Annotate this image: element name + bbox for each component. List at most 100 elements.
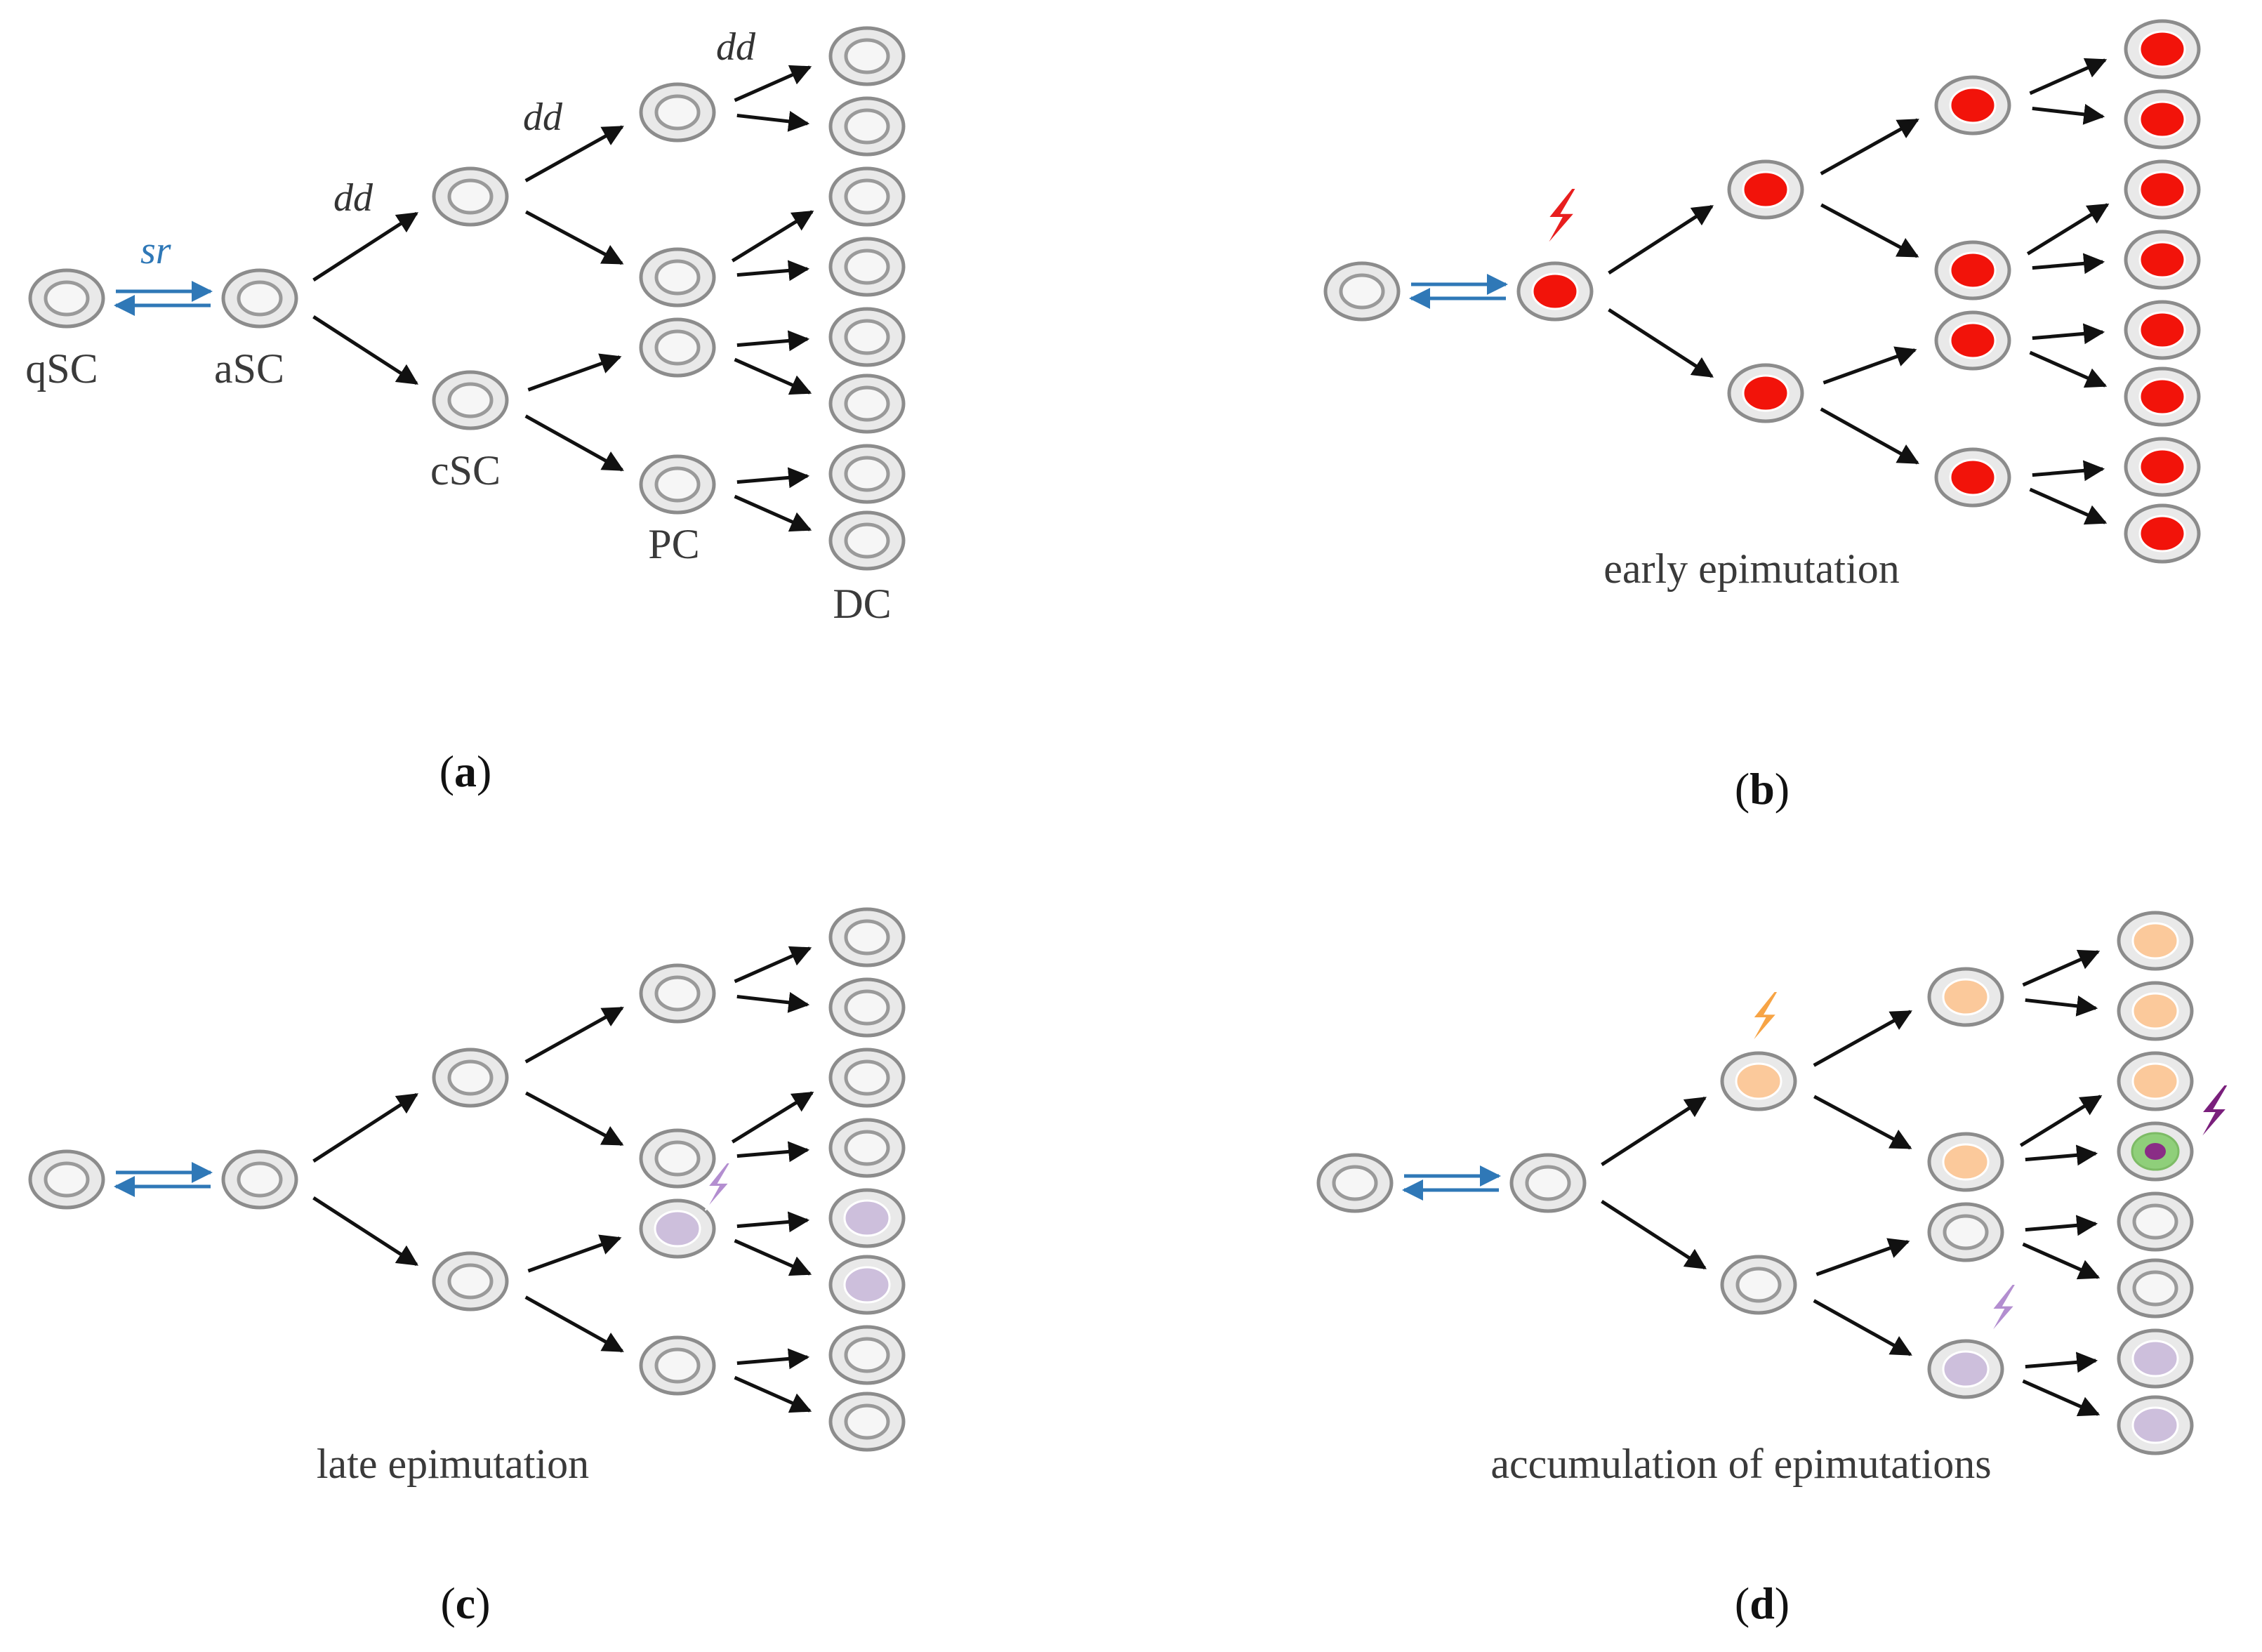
arrow-d-s3-s4-3 [2025,1144,2098,1166]
cell-a-s1-0 [221,268,298,329]
cell-c-s4-6 [828,1325,906,1385]
cell-c-s4-2 [828,1048,906,1108]
differentiation-label-1: dd [333,176,373,220]
cell-a-s4-5 [828,374,906,434]
arrow-c-s3-s4-5 [734,1238,812,1276]
arrow-b-s3-s4-7 [2029,487,2108,525]
arrow-d-s3-s4-6 [2025,1352,2098,1373]
cell-d-s3-3 [1927,1339,2004,1399]
cell-d-s3-2 [1927,1202,2004,1262]
arrow-c-s1-s2-1 [312,1196,418,1267]
asc-label: aSC [214,345,284,392]
cell-c-s4-3 [828,1118,906,1178]
arrow-c-s3-s4-4 [736,1211,810,1233]
arrow-a-s3-s4-6 [736,467,810,489]
arrow-d-s3-s4-2 [2019,1095,2103,1147]
arrow-d-s3-s4-0 [2022,949,2101,987]
cell-c-s1-0 [221,1149,298,1210]
arrow-d-s3-s4-7 [2022,1379,2101,1417]
cell-c-s3-2 [639,1198,716,1259]
cell-b-s3-1 [1934,240,2011,300]
arrow-b-s2-s3-0 [1820,118,1919,176]
cell-b-s4-7 [2124,503,2201,564]
cell-a-s4-4 [828,307,906,367]
panel-b-caption-letter: b [1750,764,1775,814]
arrow-b-s3-s4-5 [2029,350,2108,388]
arrow-c-s1-s2-0 [312,1092,418,1163]
cell-c-s3-3 [639,1335,716,1396]
cell-d-s3-1 [1927,1132,2004,1192]
cell-d-s4-1 [2117,981,2194,1041]
arrow-a-s2-s3-0 [524,125,624,183]
cell-c-s3-1 [639,1128,716,1189]
arrow-c-s3-s4-2 [731,1091,814,1144]
self-renewal-label: sr [140,229,171,272]
cell-c-s4-1 [828,977,906,1038]
cell-b-s3-2 [1934,310,2011,371]
arrow-c-s2-s3-2 [527,1234,622,1273]
cell-c-s2-0 [432,1048,509,1108]
csc-label: cSC [430,447,501,494]
cell-d-s0-0 [1316,1153,1394,1213]
arrow-b-s3-s4-6 [2032,460,2105,482]
cell-b-s0-0 [1323,261,1401,322]
arrow-b-s2-s3-3 [1820,407,1919,465]
arrow-a-s1-s2-1 [312,315,418,385]
cell-a-s4-6 [828,444,906,504]
arrow-a-s3-s4-2 [731,210,814,263]
cell-c-s4-5 [828,1255,906,1315]
panel-c-caption-letter: c [456,1578,475,1628]
cell-a-s4-7 [828,510,906,571]
cell-b-s4-4 [2124,300,2201,360]
arrow-d-s2-s3-0 [1813,1010,1912,1067]
differentiation-label-2: dd [523,95,563,139]
cell-d-s3-0 [1927,967,2004,1027]
cell-a-s2-1 [432,370,509,430]
arrow-c-s3-s4-6 [736,1348,810,1370]
cell-d-s4-7 [2117,1395,2194,1455]
arrow-d-s3-s4-5 [2022,1242,2101,1280]
cell-b-s4-0 [2124,19,2201,79]
dc-label: DC [833,581,891,627]
cell-a-s4-3 [828,237,906,297]
cell-b-s4-2 [2124,159,2201,220]
cell-b-s2-1 [1727,363,1804,423]
cell-d-s2-1 [1720,1255,1797,1315]
arrow-b-s3-s4-0 [2029,58,2108,95]
cell-c-s4-0 [828,907,906,967]
arrow-b-s2-s3-1 [1820,203,1919,258]
cell-a-s3-1 [639,247,716,308]
panel-a-labels: sr dd dd dd qSC aSC cSC PC DC [25,25,891,627]
panel-d-caption-letter: d [1750,1578,1775,1628]
lightning-bolt-icon-d-orange [1750,991,1780,1045]
cell-b-s3-0 [1934,75,2011,136]
cell-b-s2-0 [1727,159,1804,220]
cell-b-s4-5 [2124,366,2201,427]
arrow-d-s2-s3-3 [1813,1299,1912,1356]
arrow-c-s3-s4-7 [734,1375,812,1413]
arrow-d-s3-s4-1 [2025,995,2098,1017]
arrow-b-s3-s4-1 [2032,103,2105,125]
arrow-d-s1-s2-0 [1601,1096,1707,1166]
cell-b-s4-1 [2124,89,2201,150]
arrow-c-s2-s3-3 [524,1295,624,1353]
arrow-a-s2-s3-3 [524,414,624,472]
arrow-d-s3-s4-4 [2025,1215,2098,1236]
arrow-a-s3-s4-5 [734,357,812,395]
cell-c-s3-0 [639,963,716,1024]
arrow-c-s2-s3-0 [524,1006,624,1064]
cell-a-s2-0 [432,166,509,227]
lightning-bolt-icon-d-purple [2198,1084,2230,1142]
panel-c-description: late epimutation [317,1441,589,1487]
cell-a-s4-0 [828,26,906,86]
cell-d-s4-0 [2117,911,2194,971]
arrow-c-s2-s3-1 [525,1091,624,1147]
panel-d-description: accumulation of epimutations [1490,1441,1991,1487]
cell-c-s4-4 [828,1188,906,1248]
arrow-c-s3-s4-3 [736,1141,810,1163]
cell-b-s4-3 [2124,230,2201,290]
arrow-b-s1-s2-0 [1608,204,1714,275]
arrow-c-s3-s4-0 [734,946,812,984]
panel-a-caption: (a) [439,746,492,796]
lightning-bolt-icon-b [1545,187,1578,248]
